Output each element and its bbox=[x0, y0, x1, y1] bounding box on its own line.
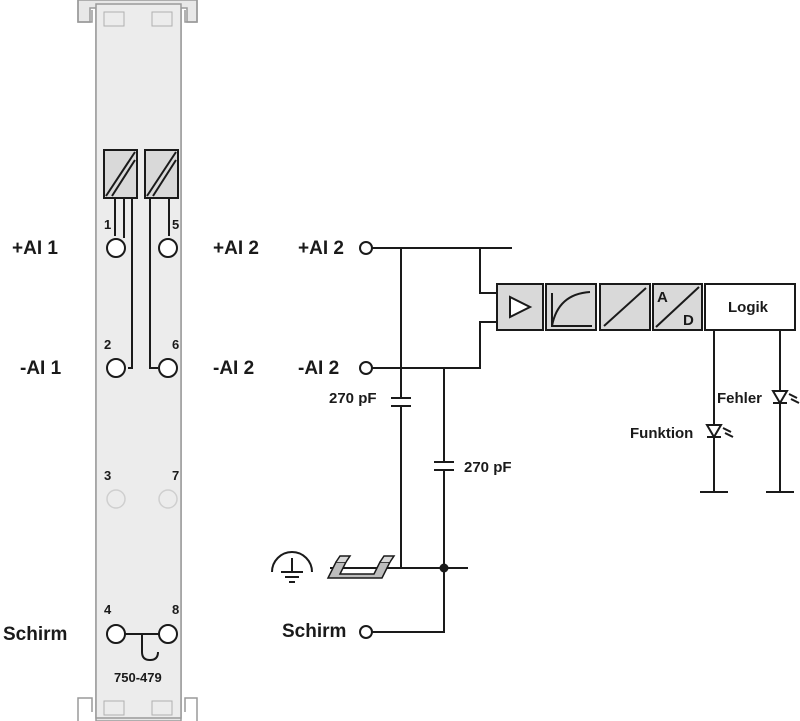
module-isolator-2-icon bbox=[144, 149, 179, 199]
part-number: 750-479 bbox=[114, 670, 162, 685]
label-shield: Schirm bbox=[282, 621, 346, 642]
module-isolator-1-icon bbox=[103, 149, 138, 199]
led-error-icon bbox=[771, 390, 800, 405]
pin-number-3: 3 bbox=[104, 468, 111, 483]
label-capacitor-2: 270 pF bbox=[464, 459, 512, 476]
label-ai2-plus-module: +AI 2 bbox=[213, 238, 259, 259]
terminal-6[interactable] bbox=[158, 358, 178, 378]
din-rail-icon bbox=[326, 555, 396, 579]
junction-dot bbox=[439, 563, 449, 573]
pin-number-7: 7 bbox=[172, 468, 179, 483]
filter-block bbox=[545, 283, 597, 331]
label-shield-module: Schirm bbox=[3, 624, 67, 645]
input-terminal-shield bbox=[359, 625, 373, 639]
led-function-icon bbox=[705, 424, 734, 439]
pin-number-2: 2 bbox=[104, 337, 111, 352]
input-terminal-minus bbox=[359, 361, 373, 375]
terminal-4[interactable] bbox=[106, 624, 126, 644]
logic-label: Logik bbox=[728, 299, 769, 316]
pin-number-6: 6 bbox=[172, 337, 179, 352]
adc-label-d: D bbox=[683, 312, 694, 329]
capacitor-1-icon bbox=[391, 397, 411, 407]
terminal-7[interactable] bbox=[158, 489, 178, 509]
logic-block: Logik bbox=[704, 283, 796, 331]
capacitor-2-icon bbox=[434, 461, 454, 471]
terminal-8[interactable] bbox=[158, 624, 178, 644]
label-capacitor-1: 270 pF bbox=[329, 390, 377, 407]
label-ai1-plus: +AI 1 bbox=[12, 238, 58, 259]
amplifier-block bbox=[496, 283, 544, 331]
amplifier-icon bbox=[509, 295, 533, 319]
label-ai2-minus-module: -AI 2 bbox=[213, 358, 254, 379]
isolator-block bbox=[599, 283, 651, 331]
label-ai2-plus: +AI 2 bbox=[298, 238, 344, 259]
adc-block: A D bbox=[652, 283, 703, 331]
ground-symbol-icon bbox=[271, 551, 313, 583]
terminal-5[interactable] bbox=[158, 238, 178, 258]
label-ai2-minus: -AI 2 bbox=[298, 358, 339, 379]
label-ai1-minus: -AI 1 bbox=[20, 358, 62, 379]
pin-number-8: 8 bbox=[172, 602, 179, 617]
pin-number-5: 5 bbox=[172, 217, 179, 232]
terminal-1[interactable] bbox=[106, 238, 126, 258]
shield-jumper bbox=[125, 633, 159, 662]
input-terminal-plus bbox=[359, 241, 373, 255]
isolator-icon bbox=[603, 287, 647, 327]
label-led-function: Funktion bbox=[630, 425, 693, 442]
filter-icon bbox=[551, 291, 591, 327]
module-internal-traces bbox=[114, 198, 170, 369]
label-led-error: Fehler bbox=[717, 390, 762, 407]
led-wiring bbox=[700, 330, 794, 493]
pin-number-4: 4 bbox=[104, 602, 112, 617]
adc-label-a: A bbox=[657, 289, 668, 306]
pin-number-1: 1 bbox=[104, 217, 111, 232]
terminal-3[interactable] bbox=[106, 489, 126, 509]
schematic-wiring bbox=[330, 247, 512, 633]
terminal-2[interactable] bbox=[106, 358, 126, 378]
